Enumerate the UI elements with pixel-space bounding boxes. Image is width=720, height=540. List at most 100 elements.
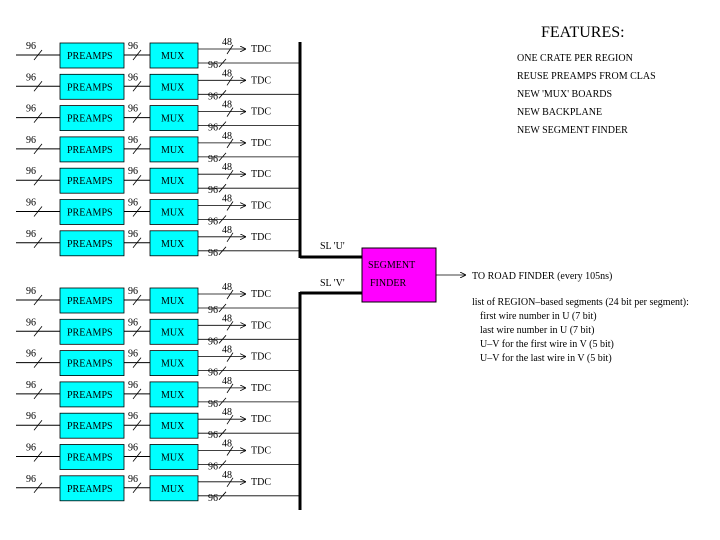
tdc-label: TDC (251, 75, 271, 86)
mux-box (149, 42, 199, 69)
link-width-label: 96 (128, 135, 138, 146)
preamps-label: PREAMPS (67, 421, 113, 432)
bus-slash (33, 49, 43, 61)
bus-slash (33, 451, 43, 462)
link-width-label: 96 (128, 41, 138, 52)
bus-slash (132, 388, 142, 400)
bus-slash (33, 206, 43, 217)
bus-slash (33, 143, 43, 155)
mux-label: MUX (161, 453, 185, 464)
tdc-width-label: 48 (222, 439, 232, 450)
link-width-label: 96 (128, 474, 138, 485)
link-width-label: 96 (128, 229, 138, 240)
bus-slash (132, 49, 142, 61)
bus-slash (218, 303, 227, 313)
preamps-label: PREAMPS (67, 176, 113, 187)
input-width-label: 96 (26, 72, 36, 83)
preamps-box (59, 318, 125, 345)
backplane-width-label: 96 (208, 305, 218, 316)
preamps-label: PREAMPS (67, 390, 113, 401)
bus-slash (218, 366, 227, 375)
tdc-label: TDC (251, 446, 271, 457)
tdc-width-label: 48 (222, 162, 232, 173)
bus-slash (33, 326, 43, 337)
bus-slash (33, 294, 43, 306)
bus-slash (226, 76, 234, 86)
preamps-box (59, 475, 125, 502)
mux-box (149, 475, 199, 502)
mux-box (149, 287, 199, 314)
segment-list-item: U–V for the last wire in V (5 bit) (480, 353, 612, 364)
preamps-box (59, 287, 125, 314)
tdc-label: TDC (251, 289, 271, 300)
mux-label: MUX (161, 51, 185, 62)
features-title: FEATURES: (541, 24, 625, 41)
tdc-label: TDC (251, 232, 271, 243)
tdc-width-label: 48 (222, 376, 232, 387)
backplane-width-label: 96 (208, 399, 218, 410)
bus-slash (132, 482, 142, 494)
preamps-label: PREAMPS (67, 484, 113, 495)
bus-slash (218, 152, 227, 162)
tdc-label: TDC (251, 107, 271, 118)
preamps-label: PREAMPS (67, 145, 113, 156)
bus-slash (33, 174, 43, 186)
preamps-box (59, 381, 125, 408)
link-width-label: 96 (128, 286, 138, 297)
mux-box (149, 199, 199, 225)
bus-slash (218, 397, 227, 407)
input-width-label: 96 (26, 380, 36, 391)
mux-label: MUX (161, 390, 185, 401)
tdc-width-label: 48 (222, 68, 232, 79)
segment-list-item: last wire number in U (7 bit) (480, 325, 594, 336)
preamps-label: PREAMPS (67, 208, 113, 219)
bus-slash (226, 44, 234, 55)
feature-item: NEW BACKPLANE (517, 107, 602, 118)
bus-slash (33, 388, 43, 400)
input-width-label: 96 (26, 411, 36, 422)
bus-slash (33, 357, 43, 368)
backplane-width-label: 96 (208, 248, 218, 259)
tdc-width-label: 48 (222, 345, 232, 356)
link-width-label: 96 (128, 72, 138, 83)
preamps-box (59, 230, 125, 257)
link-width-label: 96 (128, 411, 138, 422)
tdc-label: TDC (251, 383, 271, 394)
bus-slash (33, 112, 43, 123)
mux-box (149, 105, 199, 131)
tdc-width-label: 48 (222, 282, 232, 293)
bus-slash (132, 237, 142, 249)
input-width-label: 96 (26, 41, 36, 52)
tdc-label: TDC (251, 201, 271, 212)
mux-box (149, 381, 199, 408)
segment-list-heading: list of REGION–based segments (24 bit pe… (472, 297, 689, 308)
tdc-label: TDC (251, 44, 271, 55)
bus-slash (132, 419, 142, 431)
preamps-label: PREAMPS (67, 239, 113, 250)
bus-slash (218, 246, 227, 256)
preamps-label: PREAMPS (67, 51, 113, 62)
bus-slash (226, 201, 234, 211)
preamps-box (59, 136, 125, 163)
backplane-width-label: 96 (208, 154, 218, 165)
mux-box (149, 167, 199, 194)
bus-slash (226, 232, 234, 243)
bus-slash (226, 477, 234, 488)
mux-label: MUX (161, 208, 185, 219)
mux-box (149, 444, 199, 470)
bus-slash (218, 335, 227, 344)
mux-box (149, 412, 199, 439)
tdc-label: TDC (251, 169, 271, 180)
tdc-width-label: 48 (222, 407, 232, 418)
mux-label: MUX (161, 296, 185, 307)
mux-label: MUX (161, 484, 185, 495)
mux-label: MUX (161, 421, 185, 432)
